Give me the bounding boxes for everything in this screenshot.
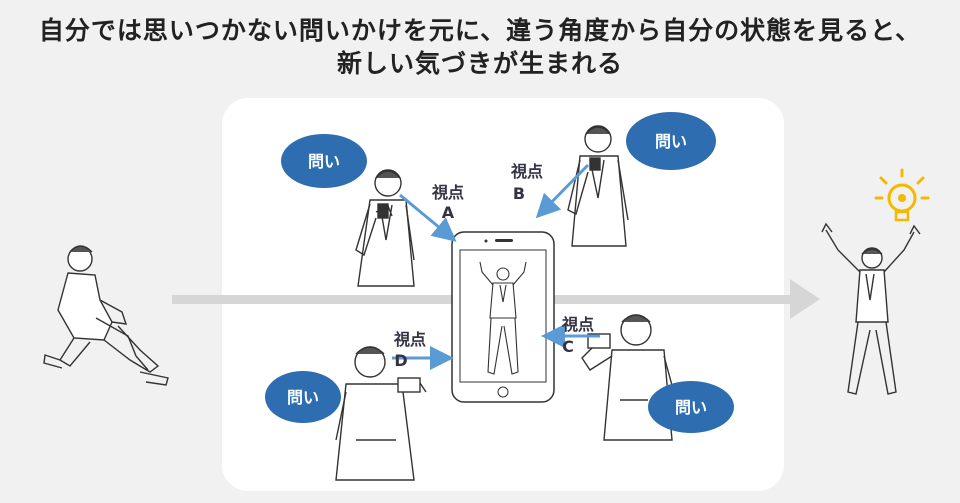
viewpoint-d-label: 視点 D (393, 330, 426, 370)
person-b-figure (567, 125, 629, 247)
celebrating-person-figure (821, 222, 921, 395)
svg-text:A: A (442, 203, 455, 222)
svg-text:B: B (513, 184, 525, 203)
svg-text:視点: 視点 (510, 162, 543, 181)
person-a-figure (355, 169, 415, 287)
svg-text:問い: 問い (287, 388, 319, 407)
viewpoint-a-label: 視点 A (431, 183, 464, 222)
question-bubble-bottom-right: 問い (648, 381, 734, 433)
phone-screen-person-figure (479, 261, 527, 375)
svg-text:視点: 視点 (393, 330, 426, 349)
headline-line-2: 新しい気づきが生まれる (336, 49, 623, 78)
question-bubble-top-right: 問い (626, 112, 716, 170)
person-d-figure (335, 346, 427, 481)
lightbulb-icon (874, 168, 930, 222)
svg-text:問い: 問い (675, 398, 707, 417)
headline-line-1: 自分では思いつかない問いかけを元に、違う角度から自分の状態を見ると、 (38, 16, 922, 45)
svg-text:問い: 問い (308, 152, 340, 171)
seated-person-figure (43, 245, 169, 386)
headline: 自分では思いつかない問いかけを元に、違う角度から自分の状態を見ると、 新しい気づ… (0, 14, 960, 80)
svg-text:視点: 視点 (561, 315, 594, 334)
question-bubble-bottom-left: 問い (265, 371, 341, 423)
viewpoint-b-arrow (535, 163, 590, 219)
question-bubble-top-left: 問い (281, 134, 367, 188)
svg-text:視点: 視点 (431, 183, 464, 202)
viewpoint-c-label: 視点 C (561, 315, 594, 356)
svg-text:C: C (562, 337, 574, 356)
viewpoint-a-arrow (399, 193, 457, 242)
svg-text:問い: 問い (655, 132, 687, 151)
svg-text:D: D (394, 351, 407, 370)
viewpoint-b-label: 視点 B (510, 162, 543, 203)
